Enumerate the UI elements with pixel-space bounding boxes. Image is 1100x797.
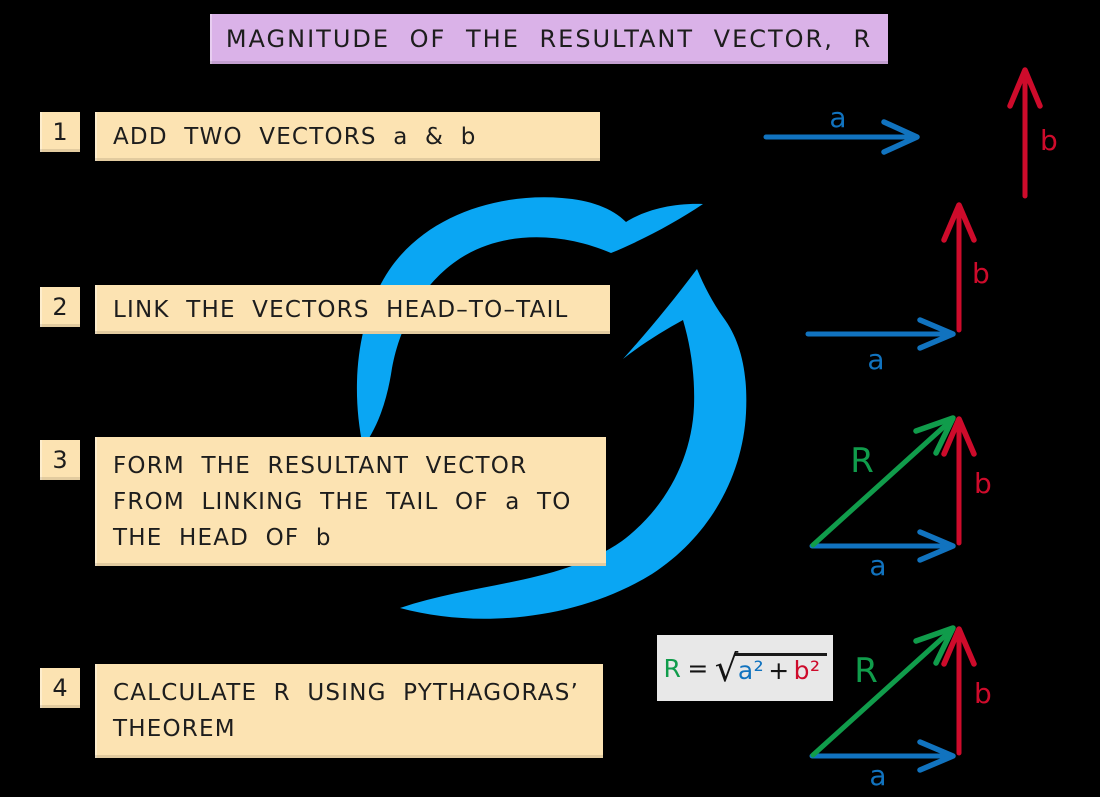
- resultant-arrow-shaft: [810, 421, 950, 548]
- formula-radicand: a²+b²: [733, 653, 827, 685]
- page-title-text: MAGNITUDE OF THE RESULTANT VECTOR, R: [225, 25, 873, 53]
- step-4-instruction: CALCULATE R USING PYTHAGORAS’ THEOREM: [95, 664, 603, 758]
- vector-b-arrowhead: [941, 626, 977, 667]
- step-3-instruction: FORM THE RESULTANT VECTOR FROM LINKING T…: [95, 437, 606, 566]
- resultant-arrowhead: [913, 625, 956, 666]
- vector-b-label: b: [972, 257, 990, 290]
- resultant-label: R: [850, 441, 874, 481]
- step-1-instruction: ADD TWO VECTORS a & b: [95, 112, 600, 161]
- step-1-number-text: 1: [52, 118, 68, 146]
- formula-a-squared: a²: [737, 656, 765, 685]
- vector-b-arrowhead: [1007, 67, 1043, 109]
- vector-a-arrowhead: [917, 529, 956, 563]
- vector-b-label: b: [974, 677, 992, 710]
- page-title: MAGNITUDE OF THE RESULTANT VECTOR, R: [210, 14, 888, 64]
- step-4-line-2: THEOREM: [113, 716, 236, 742]
- formula-b-squared: b²: [793, 656, 821, 685]
- vector-a-arrowhead: [881, 119, 920, 155]
- step-3-line-3: THE HEAD OF b: [113, 524, 332, 551]
- resultant-arrow-shaft: [810, 631, 950, 758]
- diagram-step-2: a b: [805, 202, 990, 376]
- step-1-line-1: ADD TWO VECTORS a & b: [113, 123, 477, 150]
- step-2-line-1: LINK THE VECTORS HEAD–TO–TAIL: [113, 296, 569, 323]
- vector-b-label: b: [1040, 124, 1058, 157]
- step-3-number: 3: [40, 440, 80, 480]
- vector-b-arrowhead: [941, 416, 977, 457]
- step-2-number: 2: [40, 287, 80, 327]
- step-1-number: 1: [40, 112, 80, 152]
- resultant-arrowhead: [913, 415, 956, 456]
- vector-a-label: a: [869, 549, 886, 582]
- step-4-line-1: CALCULATE R USING PYTHAGORAS’: [113, 680, 580, 706]
- formula-resultant-symbol: R: [663, 653, 682, 683]
- vector-b-label: b: [974, 467, 992, 500]
- formula-equals: =: [687, 653, 709, 683]
- step-2-number-text: 2: [52, 293, 68, 321]
- step-2-instruction: LINK THE VECTORS HEAD–TO–TAIL: [95, 285, 610, 334]
- step-3-line-2: FROM LINKING THE TAIL OF a TO: [113, 488, 572, 515]
- vector-a-arrowhead: [917, 317, 956, 351]
- vector-b-arrowhead: [941, 202, 977, 243]
- formula-plus: +: [768, 656, 790, 685]
- cycle-arrow-bottom-swoosh: [400, 269, 747, 619]
- vector-a-label: a: [869, 759, 886, 792]
- resultant-label: R: [854, 651, 878, 691]
- pythagoras-formula: R = √ a²+b²: [657, 635, 833, 701]
- diagram-step-1: a b: [763, 67, 1058, 199]
- step-3-line-1: FORM THE RESULTANT VECTOR: [113, 452, 528, 479]
- vector-a-label: a: [829, 101, 846, 134]
- vector-a-arrowhead: [917, 739, 956, 773]
- vector-a-label: a: [867, 343, 884, 376]
- diagram-step-4: a b R: [809, 625, 992, 792]
- step-3-number-text: 3: [52, 446, 68, 474]
- cycle-arrow-top-swoosh: [356, 197, 703, 447]
- diagram-step-3: a b R: [809, 415, 992, 582]
- step-4-number: 4: [40, 668, 80, 708]
- step-4-number-text: 4: [52, 674, 68, 702]
